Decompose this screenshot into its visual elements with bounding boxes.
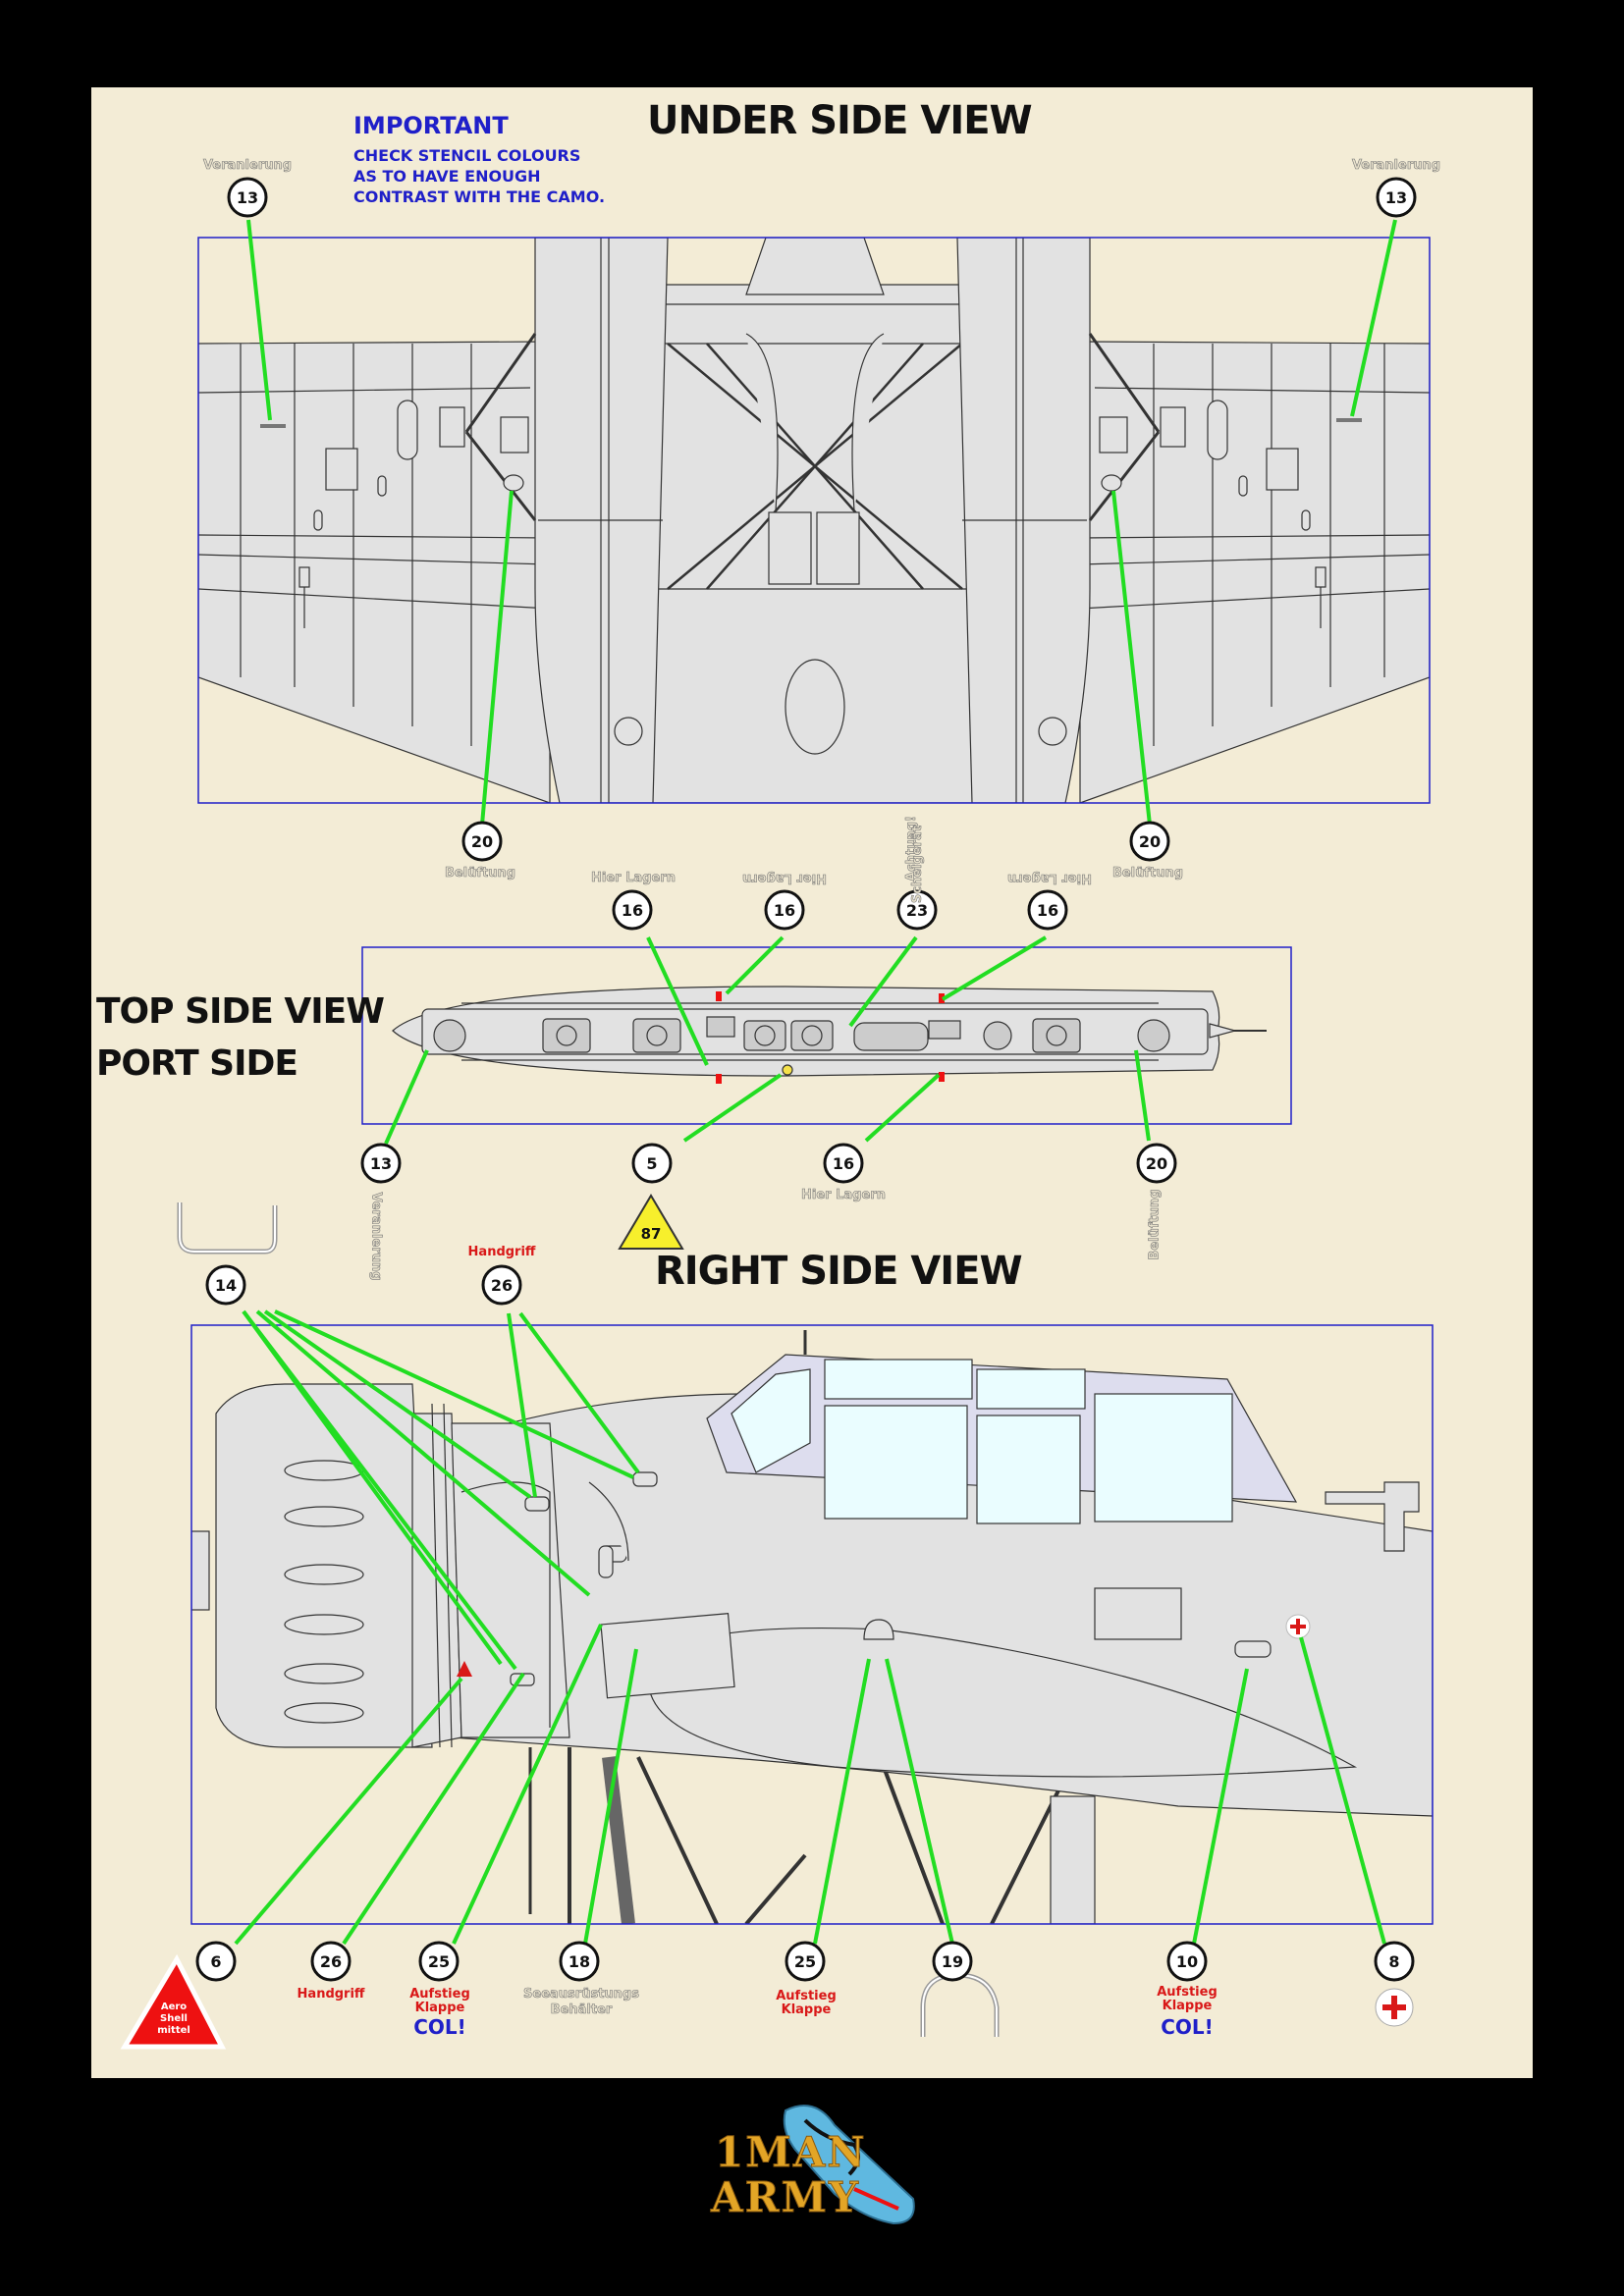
label-handgriff: Handgriff <box>467 1245 536 1259</box>
label-beluftung: Belüftung <box>1111 866 1184 881</box>
fuel-87-triangle <box>618 1194 684 1250</box>
callout-num: 26 <box>320 1952 342 1971</box>
callout-num: 19 <box>942 1952 963 1971</box>
callout-num: 20 <box>471 832 493 851</box>
1man-army-logo: 1MAN ARMY <box>707 2101 923 2228</box>
label-klappe: Klappe <box>781 2002 832 2017</box>
label-klappe: Klappe <box>1162 1999 1213 2013</box>
logo-line2: ARMY <box>711 2173 860 2222</box>
callout-num: 20 <box>1146 1154 1167 1173</box>
label-hier-lagern: Hier Lagern <box>801 1188 887 1203</box>
badge-line: Aero <box>161 2002 187 2012</box>
label-aufstieg: Aufstieg <box>776 1989 837 2003</box>
callout-num: 16 <box>1037 901 1058 920</box>
callout-num: 13 <box>370 1154 392 1173</box>
callout-num: 18 <box>568 1952 590 1971</box>
badge-line: mittel <box>157 2025 190 2036</box>
label-aufstieg: Aufstieg <box>1157 1985 1218 2000</box>
callout-num: 5 <box>646 1154 657 1173</box>
label-hier-lagern-inverted: Hier Lagern <box>1007 871 1093 886</box>
callout-num: 23 <box>906 901 928 920</box>
triangle-87-label: 87 <box>641 1225 662 1243</box>
callout-num: 16 <box>774 901 795 920</box>
callout-num: 13 <box>1385 188 1407 207</box>
callout-num: 25 <box>794 1952 816 1971</box>
underside-aircraft <box>198 238 1430 803</box>
label-col-note: COL! <box>413 2015 466 2039</box>
label-schelgerat: Schelgerät <box>910 825 926 904</box>
label-veranlerung-vertical: Veranlerung <box>368 1192 384 1281</box>
label-behalter: Behälter <box>550 2002 613 2018</box>
logo-line1: 1MAN <box>715 2128 867 2177</box>
topside-aircraft <box>392 986 1267 1084</box>
callout-num: 6 <box>210 1952 221 1971</box>
callout-num: 25 <box>428 1952 450 1971</box>
label-veranlerung: Veranlerung <box>202 158 293 174</box>
leader-lines <box>234 219 1397 1946</box>
callout-num: 20 <box>1139 832 1161 851</box>
badge-text: Aero Shell mittel <box>157 2002 190 2036</box>
callout-circles <box>195 177 1417 1982</box>
callout-numbers: 13 13 20 20 16 16 23 16 13 5 16 20 14 26… <box>210 188 1407 1971</box>
strut-decal-14 <box>177 1202 278 1255</box>
label-aufstieg: Aufstieg <box>409 1987 470 2002</box>
rightside-frame <box>190 1324 1434 1925</box>
right-side-view-title: RIGHT SIDE VIEW <box>655 1249 1023 1294</box>
callout-num: 16 <box>833 1154 854 1173</box>
callout-num: 8 <box>1388 1952 1399 1971</box>
callout-num: 10 <box>1176 1952 1198 1971</box>
label-hier-lagern: Hier Lagern <box>591 871 677 886</box>
callout-num: 16 <box>622 901 643 920</box>
label-beluftung: Belüftung <box>444 866 516 881</box>
important-title: IMPORTANT <box>353 112 509 139</box>
warning-triangle-decal <box>457 1661 472 1677</box>
label-klappe: Klappe <box>414 2001 465 2015</box>
underside-frame <box>197 237 1431 804</box>
callout-num: 14 <box>215 1276 237 1295</box>
rightside-aircraft <box>191 1330 1433 1924</box>
callout-num: 13 <box>237 188 258 207</box>
label-veranlerung: Veranlerung <box>1351 158 1441 174</box>
red-cross-decal <box>1285 1614 1311 1639</box>
label-beluftung-vertical: Belüftung <box>1147 1189 1163 1260</box>
aero-shell-badge <box>120 1953 227 2050</box>
port-side-title: PORT SIDE <box>96 1043 298 1084</box>
label-handgriff: Handgriff <box>297 1987 365 2002</box>
topside-frame <box>361 946 1292 1125</box>
label-seeausrustungs: Seeausrüstungs <box>523 1987 640 2002</box>
badge-line: Shell <box>160 2013 188 2024</box>
red-cross-badge <box>1375 1988 1414 2027</box>
label-col-note: COL! <box>1161 2015 1214 2039</box>
important-note: CHECK STENCIL COLOURS AS TO HAVE ENOUGH … <box>353 146 606 206</box>
callout-num: 26 <box>491 1276 513 1295</box>
under-side-view-title: UNDER SIDE VIEW <box>647 98 1033 143</box>
top-side-view-title: TOP SIDE VIEW <box>96 991 385 1032</box>
label-hier-lagern-inverted: Hier Lagern <box>742 871 828 886</box>
